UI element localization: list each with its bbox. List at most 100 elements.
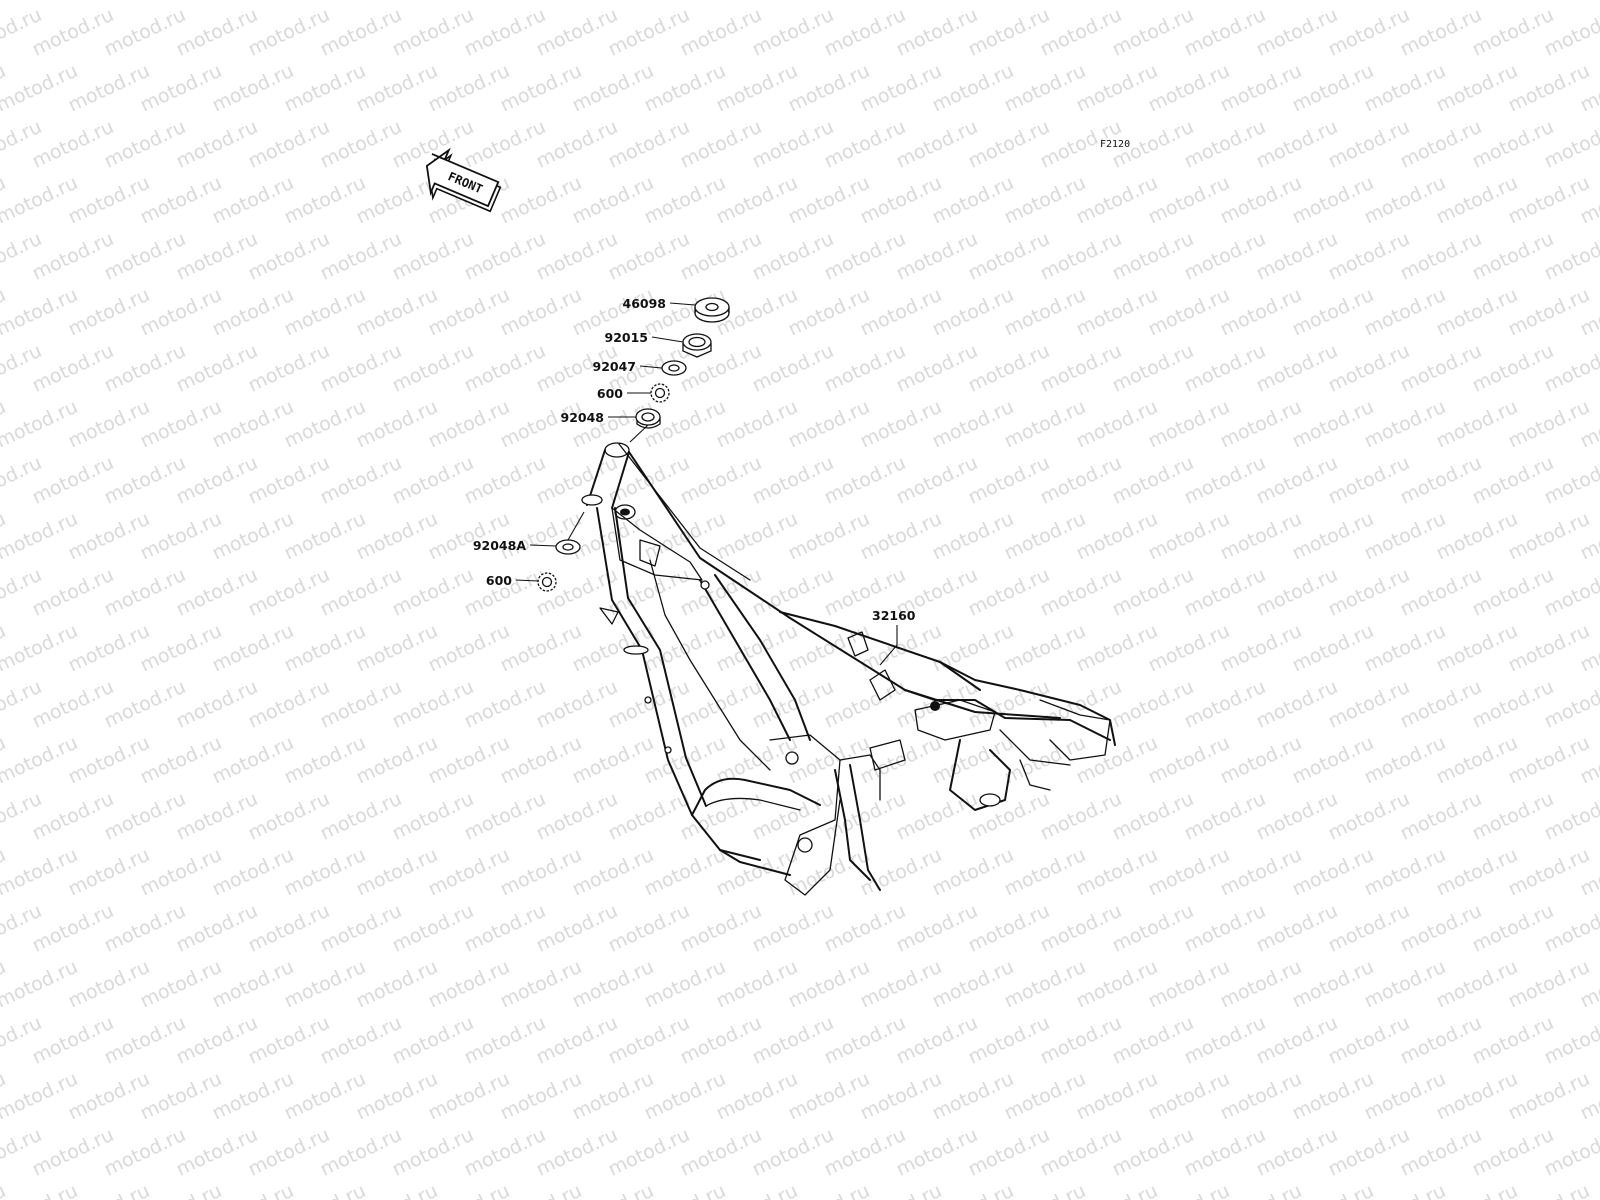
watermark-text: motod.ru bbox=[1397, 340, 1485, 397]
watermark-text: motod.ru bbox=[1289, 396, 1377, 453]
watermark-text: motod.ru bbox=[389, 900, 477, 957]
watermark-text: motod.ru bbox=[533, 116, 621, 173]
watermark-text: motod.ru bbox=[929, 732, 1017, 789]
watermark-text: motod.ru bbox=[605, 1012, 693, 1069]
watermark-text: motod.ru bbox=[1001, 396, 1089, 453]
watermark-text: motod.ru bbox=[209, 396, 297, 453]
watermark-text: motod.ru bbox=[281, 1068, 369, 1125]
watermark-text: motod.ru bbox=[209, 1068, 297, 1125]
leader-line bbox=[629, 424, 649, 443]
watermark-text: motod.ru bbox=[569, 172, 657, 229]
part-92047-washer bbox=[661, 360, 687, 376]
watermark-text: motod.ru bbox=[1469, 1012, 1557, 1069]
watermark-text: motod.ru bbox=[245, 4, 333, 61]
watermark-text: motod.ru bbox=[821, 116, 909, 173]
watermark-text: motod.ru bbox=[749, 900, 837, 957]
watermark-text: motod.ru bbox=[1217, 844, 1305, 901]
watermark-text: motod.ru bbox=[785, 396, 873, 453]
watermark-text: motod.ru bbox=[1325, 228, 1413, 285]
watermark-text: motod.ru bbox=[533, 1012, 621, 1069]
watermark-text: motod.ru bbox=[1217, 956, 1305, 1013]
watermark-text: motod.ru bbox=[749, 4, 837, 61]
watermark-text: motod.ru bbox=[1073, 508, 1161, 565]
watermark-text: motod.ru bbox=[389, 1012, 477, 1069]
watermark-text: motod.ru bbox=[245, 788, 333, 845]
watermark-text: motod.ru bbox=[677, 1012, 765, 1069]
watermark-text: motod.ru bbox=[1001, 508, 1089, 565]
watermark-text: motod.ru bbox=[497, 956, 585, 1013]
watermark-text: motod.ru bbox=[29, 228, 117, 285]
watermark-text: motod.ru bbox=[605, 4, 693, 61]
watermark-text: motod.ru bbox=[1361, 284, 1449, 341]
watermark-text: motod.ru bbox=[893, 1124, 981, 1181]
watermark-text: motod.ru bbox=[569, 732, 657, 789]
watermark-text: motod.ru bbox=[785, 172, 873, 229]
watermark-text: motod.ru bbox=[65, 844, 153, 901]
watermark-text: motod.ru bbox=[0, 1180, 81, 1200]
watermark-text: motod.ru bbox=[425, 844, 513, 901]
watermark-text: motod.ru bbox=[1253, 228, 1341, 285]
watermark-text: motod.ru bbox=[1289, 844, 1377, 901]
watermark-text: motod.ru bbox=[209, 60, 297, 117]
watermark-text: motod.ru bbox=[281, 172, 369, 229]
watermark-text: motod.ru bbox=[785, 0, 873, 5]
watermark-text: motod.ru bbox=[1073, 1068, 1161, 1125]
watermark-text: motod.ru bbox=[785, 956, 873, 1013]
watermark-text: motod.ru bbox=[461, 676, 549, 733]
watermark-text: motod.ru bbox=[1433, 172, 1521, 229]
watermark-text: motod.ru bbox=[713, 172, 801, 229]
watermark-text: motod.ru bbox=[713, 1068, 801, 1125]
figure-code: F2120 bbox=[1100, 139, 1130, 150]
watermark-text: motod.ru bbox=[173, 564, 261, 621]
watermark-text: motod.ru bbox=[1073, 396, 1161, 453]
watermark-text: motod.ru bbox=[1181, 788, 1269, 845]
watermark-text: motod.ru bbox=[1217, 172, 1305, 229]
watermark-text: motod.ru bbox=[857, 956, 945, 1013]
watermark-text: motod.ru bbox=[569, 0, 657, 5]
watermark-text: motod.ru bbox=[461, 4, 549, 61]
watermark-text: motod.ru bbox=[1469, 1124, 1557, 1181]
watermark-text: motod.ru bbox=[1325, 900, 1413, 957]
part-600-bearing-lower bbox=[537, 572, 557, 592]
watermark-text: motod.ru bbox=[173, 1124, 261, 1181]
watermark-text: motod.ru bbox=[425, 0, 513, 5]
watermark-text: motod.ru bbox=[281, 508, 369, 565]
watermark-text: motod.ru bbox=[1037, 788, 1125, 845]
watermark-text: motod.ru bbox=[677, 1124, 765, 1181]
watermark-text: motod.ru bbox=[245, 1012, 333, 1069]
watermark-text: motod.ru bbox=[461, 788, 549, 845]
watermark-text: motod.ru bbox=[209, 620, 297, 677]
part-32160-frame bbox=[581, 442, 1116, 896]
watermark-text: motod.ru bbox=[677, 4, 765, 61]
watermark-text: motod.ru bbox=[497, 0, 585, 5]
callout-92047: 92047 bbox=[593, 359, 663, 374]
callout-92015: 92015 bbox=[605, 330, 684, 345]
watermark-text: motod.ru bbox=[497, 284, 585, 341]
watermark-text: motod.ru bbox=[893, 340, 981, 397]
watermark-text: motod.ru bbox=[1361, 172, 1449, 229]
part-600-bearing-upper bbox=[650, 383, 670, 403]
watermark-text: motod.ru bbox=[497, 844, 585, 901]
watermark-text: motod.ru bbox=[137, 620, 225, 677]
watermark-text: motod.ru bbox=[1289, 284, 1377, 341]
watermark-text: motod.ru bbox=[1577, 0, 1600, 5]
watermark-text: motod.ru bbox=[1325, 1012, 1413, 1069]
watermark-text: motod.ru bbox=[1433, 60, 1521, 117]
watermark-text: motod.ru bbox=[65, 620, 153, 677]
watermark-text: motod.ru bbox=[1469, 4, 1557, 61]
watermark-text: motod.ru bbox=[245, 564, 333, 621]
watermark-text: motod.ru bbox=[425, 60, 513, 117]
watermark-text: motod.ru bbox=[1433, 0, 1521, 5]
callout-92048a: 92048A bbox=[473, 538, 557, 553]
watermark-text: motod.ru bbox=[785, 284, 873, 341]
watermark-text: motod.ru bbox=[965, 676, 1053, 733]
watermark-text: motod.ru bbox=[893, 900, 981, 957]
watermark-text: motod.ru bbox=[461, 1012, 549, 1069]
watermark-text: motod.ru bbox=[101, 676, 189, 733]
watermark-text: motod.ru bbox=[173, 340, 261, 397]
watermark-text: motod.ru bbox=[173, 788, 261, 845]
watermark-text: motod.ru bbox=[929, 396, 1017, 453]
watermark-text: motod.ru bbox=[389, 228, 477, 285]
watermark-text: motod.ru bbox=[1433, 956, 1521, 1013]
watermark-text: motod.ru bbox=[137, 956, 225, 1013]
